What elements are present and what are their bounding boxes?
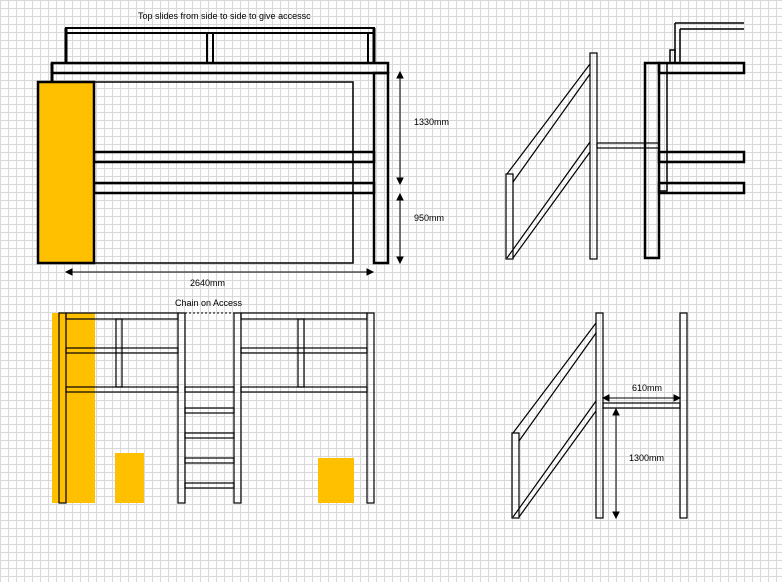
end-post-right <box>679 312 688 519</box>
length-label: 2640mm <box>190 278 225 288</box>
top-rail-upper <box>65 27 375 34</box>
dimension-length <box>64 268 375 276</box>
dimension-end-view <box>601 394 682 520</box>
ladder-foot-post <box>505 173 514 260</box>
mid-beam-upper <box>92 150 376 164</box>
rail-post-inner-right <box>367 32 375 64</box>
inner-panel-outline <box>93 81 354 264</box>
end-panel-yellow <box>36 80 96 265</box>
dimension-heights <box>396 70 404 265</box>
rear-elevation-view <box>58 312 375 504</box>
rear-post-2 <box>177 312 186 504</box>
mid-beam-lower <box>92 181 376 195</box>
front-elevation-view <box>50 27 390 265</box>
width-label: 610mm <box>632 383 662 393</box>
rear-panel-yellow-right <box>318 458 354 503</box>
height-side-label: 1300mm <box>629 453 664 463</box>
end-ladder-foot <box>511 432 520 519</box>
side-view-frame <box>643 22 746 260</box>
height-upper-label: 1330mm <box>414 117 449 127</box>
ladder-post <box>589 52 598 260</box>
height-lower-label: 950mm <box>414 213 444 223</box>
rail-post-middle <box>206 32 214 64</box>
side-top-beam <box>657 61 746 75</box>
right-post <box>372 71 390 265</box>
end-crossbar <box>602 402 681 409</box>
side-frame-post <box>643 61 661 260</box>
top-note-label: Top slides from side to side to give acc… <box>138 11 311 21</box>
side-view-ladder <box>505 52 660 260</box>
side-mid-beam-upper <box>657 150 746 164</box>
chain-label: Chain on Access <box>175 298 243 308</box>
top-beam <box>50 61 390 75</box>
ladder-connector <box>596 142 660 149</box>
end-post-left <box>595 312 604 519</box>
rear-post-4 <box>366 312 375 504</box>
rear-post-1 <box>58 312 67 504</box>
end-view-ladder <box>511 312 688 519</box>
rear-post-3 <box>233 312 242 504</box>
rear-panel-yellow-middle <box>115 453 144 503</box>
side-mid-beam-lower <box>657 181 746 195</box>
